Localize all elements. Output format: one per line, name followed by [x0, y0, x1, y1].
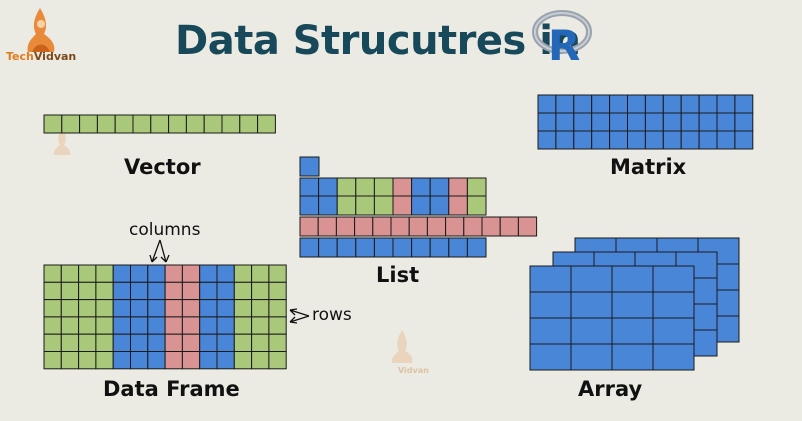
label-data-frame: Data Frame — [103, 377, 240, 401]
array-cell — [611, 317, 654, 345]
svg-text:R: R — [548, 21, 580, 70]
array-cell — [529, 265, 572, 293]
label-columns: columns — [129, 220, 201, 240]
array-cell — [570, 291, 613, 319]
array-cell — [652, 317, 695, 345]
list-cell — [466, 195, 487, 216]
brand-name-vidvan: Vidvan — [33, 50, 77, 63]
array-cell — [652, 265, 695, 293]
list-cell — [466, 237, 487, 258]
label-rows: rows — [312, 305, 352, 325]
rows-arrow — [289, 308, 310, 324]
page-title: Data Strucutres in — [175, 18, 581, 64]
array-cell — [611, 343, 654, 371]
columns-arrow-right — [159, 239, 170, 263]
array-cell — [529, 343, 572, 371]
matrix-cell — [734, 130, 754, 150]
columns-arrow-left — [149, 239, 161, 263]
array-cell — [611, 265, 654, 293]
label-matrix: Matrix — [610, 155, 687, 179]
array-cell — [570, 265, 613, 293]
array-cell — [652, 291, 695, 319]
brand-name-tech: Tech — [6, 50, 34, 63]
label-array: Array — [578, 377, 643, 401]
vector-cell — [257, 114, 276, 134]
watermark-text: Vidvan — [398, 366, 429, 375]
brand-name: TechVidvan — [6, 50, 76, 63]
list-cell — [299, 156, 320, 177]
array-cell — [529, 317, 572, 345]
list-cell — [517, 216, 538, 237]
label-vector: Vector — [124, 155, 201, 179]
array-cell — [652, 343, 695, 371]
data-frame-cell — [268, 351, 287, 370]
label-list: List — [376, 263, 420, 287]
